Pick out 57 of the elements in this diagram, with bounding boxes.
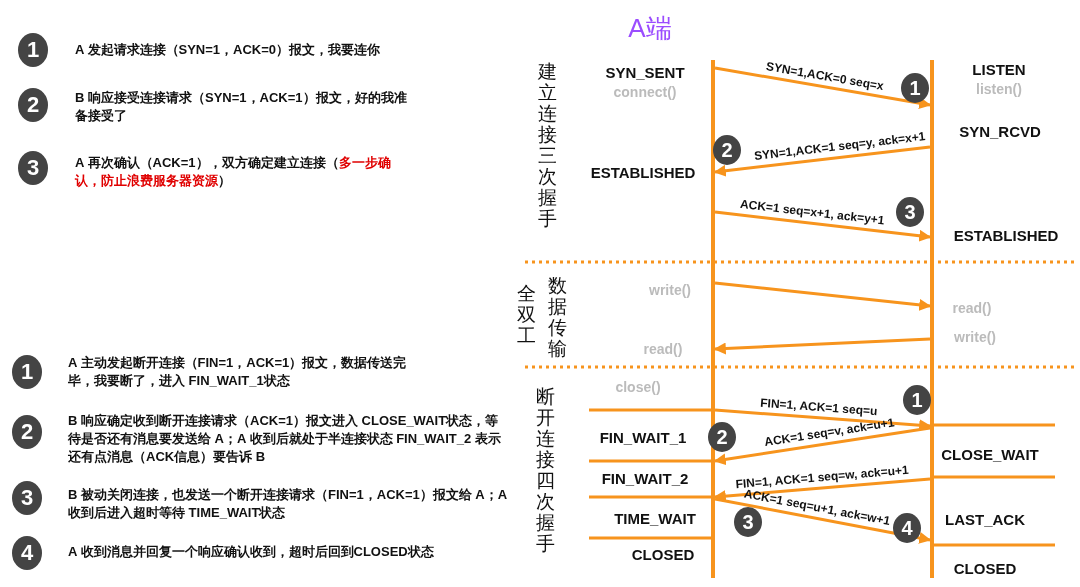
- function-call: read(): [952, 300, 992, 316]
- state-label: ESTABLISHED: [590, 163, 696, 181]
- step-badge: 1: [901, 73, 929, 103]
- lifeline: [711, 60, 715, 578]
- state-label: FIN_WAIT_1: [599, 428, 687, 446]
- function-call: listen(): [976, 81, 1022, 97]
- step-description: A 发起请求连接（SYN=1，ACK=0）报文，我要连你: [75, 41, 382, 59]
- step-badge: 2: [708, 422, 736, 452]
- step-badge: 4: [12, 536, 42, 570]
- step-badge: 1: [903, 385, 931, 415]
- state-label: SYN_RCVD: [959, 122, 1041, 140]
- lifeline: [930, 60, 934, 578]
- step-badge: 2: [12, 415, 42, 449]
- state-label: LISTEN: [972, 60, 1026, 78]
- function-call: write(): [649, 282, 691, 298]
- state-label: CLOSE_WAIT: [941, 445, 1039, 463]
- step-badge: 4: [893, 513, 921, 543]
- arrow: [714, 66, 932, 110]
- step-badge: 3: [18, 151, 48, 185]
- state-label: TIME_WAIT: [614, 509, 696, 527]
- step-description: B 被动关闭连接，也发送一个断开连接请求（FIN=1，ACK=1）报文给 A；A 收到后进入超时等待 TIME_WAIT状态: [68, 486, 508, 522]
- function-call: write(): [954, 329, 996, 345]
- step-badge: 3: [734, 507, 762, 537]
- phase-label: 断开连接四次握手: [534, 386, 556, 554]
- arrow: [713, 145, 931, 177]
- step-badge: 3: [12, 481, 42, 515]
- state-label: CLOSED: [953, 559, 1017, 577]
- arrow: [714, 210, 932, 242]
- column-heading: A端: [628, 11, 672, 45]
- step-badge: 1: [12, 355, 42, 389]
- step-description: A 再次确认（ACK=1），双方确定建立连接（多一步确认，防止浪费服务器资源）: [75, 154, 392, 190]
- state-label: CLOSED: [631, 545, 695, 563]
- state-label: ESTABLISHED: [953, 226, 1059, 244]
- phase-label: 数据传输: [546, 275, 568, 359]
- step-badge: 2: [18, 88, 48, 122]
- edge-label: SYN=1,ACK=1 seq=y, ack=x+1: [752, 129, 926, 165]
- arrow: [714, 281, 932, 311]
- function-call: read(): [643, 341, 683, 357]
- step-description: B 响应确定收到断开连接请求（ACK=1）报文进入 CLOSE_WAIT状态，等待是否还有消息要发送给 A；A 收到后就处于半连接状态 FIN_WAIT_2 表示还有点消息（ACK信息）要告诉 B: [68, 412, 502, 466]
- step-badge: 2: [713, 135, 741, 165]
- step-description: A 收到消息并回复一个响应确认收到，超时后回到CLOSED状态: [68, 543, 435, 561]
- function-call: close(): [615, 379, 661, 395]
- step-description: A 主动发起断开连接（FIN=1，ACK=1）报文，数据传送完毕，我要断了，进入 FIN_WAIT_1状态: [68, 354, 408, 390]
- state-label: FIN_WAIT_2: [601, 469, 689, 487]
- arrow: [714, 497, 932, 544]
- state-label: SYN_SENT: [605, 63, 685, 81]
- edge-label: ACK=1 seq=x+1, ack=y+1: [738, 196, 885, 229]
- step-description: B 响应接受连接请求（SYN=1，ACK=1）报文，好的我准备接受了: [75, 89, 408, 125]
- step-badge: 1: [18, 33, 48, 67]
- arrow: [713, 337, 931, 355]
- phase-label: 全双工: [515, 282, 537, 346]
- phase-label: 建立连接三次握手: [536, 61, 558, 229]
- function-call: connect(): [613, 84, 677, 100]
- edge-label: FIN=1, ACK=1 seq=u: [759, 395, 878, 418]
- step-badge: 3: [896, 197, 924, 227]
- arrow: [713, 426, 931, 466]
- state-label: LAST_ACK: [945, 510, 1025, 528]
